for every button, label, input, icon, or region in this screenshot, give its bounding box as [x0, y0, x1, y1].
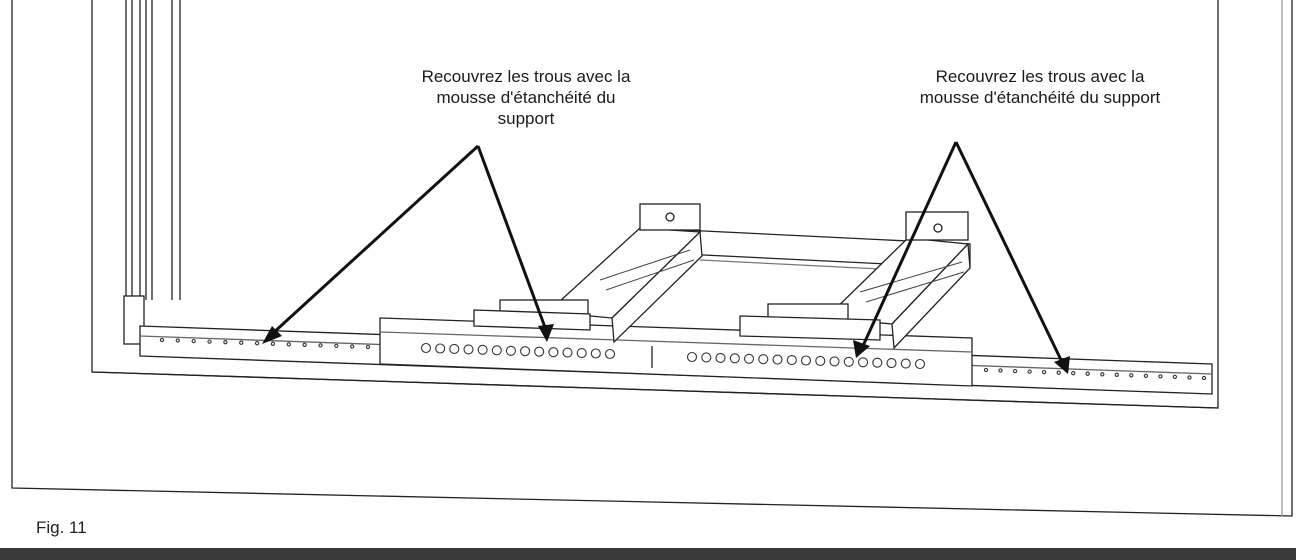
plate-hole — [800, 355, 812, 366]
plate-hole — [491, 345, 502, 356]
plate-hole — [843, 356, 854, 367]
plate-hole — [857, 357, 869, 368]
rail-hole — [1158, 374, 1163, 379]
rail-hole — [983, 367, 989, 373]
rail-hole — [318, 343, 323, 348]
rail-hole — [286, 342, 291, 347]
jamb-foot — [123, 295, 145, 345]
arrow-left-2 — [476, 145, 548, 331]
rail-hole — [998, 368, 1003, 373]
callout-right: Recouvrez les trous avec la mousse d'éta… — [838, 66, 1242, 108]
plate-hole — [743, 353, 755, 364]
rail-hole — [1201, 375, 1207, 381]
outer-frame — [11, 0, 1293, 517]
plate-hole — [701, 352, 712, 363]
plate-hole — [604, 348, 616, 360]
rail-hole — [302, 342, 307, 347]
plate-hole — [914, 358, 926, 370]
footer-bar — [0, 548, 1296, 560]
rail-hole — [1027, 369, 1032, 374]
callout-right-line-1: Recouvrez les trous avec la — [935, 67, 1145, 86]
plate-hole — [590, 348, 601, 359]
rail-hole — [239, 340, 244, 345]
rail-hole — [350, 344, 355, 349]
rail-hole — [1085, 371, 1090, 376]
plate-hole — [435, 343, 446, 354]
plate-hole — [886, 358, 897, 369]
callout-right-line-2: mousse d'étanchéité du support — [919, 88, 1161, 107]
rail-hole — [223, 340, 228, 345]
rail-hole — [254, 341, 260, 346]
rail-hole — [175, 338, 180, 343]
plate-hole — [463, 344, 474, 355]
plate-hole — [534, 346, 545, 357]
plate-hole — [900, 358, 911, 369]
rail-hole — [1114, 372, 1119, 377]
plate-hole — [758, 354, 769, 365]
rail-hole — [365, 344, 371, 350]
plate-hole — [829, 356, 840, 367]
plate-hole — [548, 347, 559, 358]
rail-hole — [1187, 375, 1192, 380]
rail-hole — [1172, 374, 1178, 380]
plate-hole — [449, 343, 460, 354]
rail-hole — [1056, 370, 1061, 375]
plate-hole — [715, 352, 726, 363]
arrow-left-1 — [270, 144, 480, 336]
rail-hole — [270, 341, 276, 346]
rail-hole — [1129, 373, 1134, 378]
rail-hole — [1143, 373, 1149, 379]
rail-hole — [334, 343, 339, 349]
rail-hole — [1041, 369, 1047, 375]
rail-hole — [1071, 371, 1076, 376]
callout-left-line-3: support — [497, 109, 555, 128]
rail-hole — [1012, 368, 1018, 374]
figure-label: Fig. 11 — [36, 518, 87, 537]
rail-hole — [191, 338, 196, 344]
rail-hole — [207, 339, 212, 344]
plate-hole — [729, 353, 740, 364]
callout-left: Recouvrez les trous avec la mousse d'éta… — [350, 66, 702, 129]
callout-left-line-1: Recouvrez les trous avec la — [421, 67, 631, 86]
plate-hole — [872, 357, 883, 368]
arrow-right-2 — [954, 141, 1064, 363]
plate-hole — [576, 348, 587, 359]
plate-hole — [562, 347, 573, 358]
plate-hole — [772, 354, 783, 365]
plate-hole — [420, 342, 432, 354]
rail-hole — [159, 337, 165, 343]
plate-hole — [815, 355, 826, 366]
plate-hole — [520, 346, 531, 357]
callout-left-line-2: mousse d'étanchéité du — [436, 88, 616, 107]
plate-hole — [686, 351, 698, 363]
plate-hole — [477, 344, 488, 355]
arrow-right-1 — [860, 141, 958, 349]
rail-hole — [1100, 372, 1105, 377]
plate-hole — [505, 345, 516, 356]
plate-hole — [786, 355, 797, 366]
